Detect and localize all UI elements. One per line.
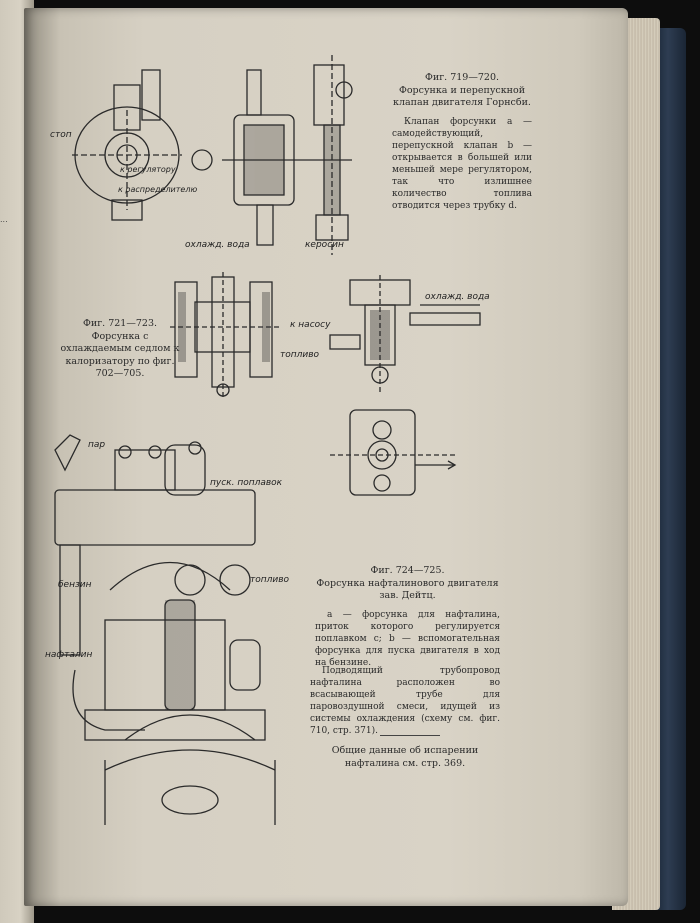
caption-subtitle: Форсунка нафталинового двигателя зав. Де… xyxy=(316,577,499,602)
label-gasoline: бензин xyxy=(58,580,92,590)
note-pipes-text: Подводящий трубопровод нафталина располо… xyxy=(310,666,500,736)
caption-subtitle: Форсунка и перепускной клапан двигателя … xyxy=(393,84,531,109)
figure-723-drawing xyxy=(330,405,460,505)
label-to-regulator: к регулятору xyxy=(120,165,176,174)
figure-724-725-drawing xyxy=(45,430,295,830)
label-fuel: топливо xyxy=(280,350,320,360)
caption-subtitle: Форсунка с охлаждаемым седлом к калориза… xyxy=(60,330,180,380)
right-page xyxy=(24,8,628,906)
book-cover xyxy=(656,28,686,910)
left-page-fragment: ... xyxy=(0,215,8,224)
note-evaporation: Общие данные об испарении нафталина см. … xyxy=(310,745,500,770)
figure-721-723-drawing xyxy=(170,272,280,400)
figure-719-720-drawing xyxy=(52,55,382,270)
label-fuel-2: топливо xyxy=(250,575,290,585)
caption-fig-719-720: Фиг. 719—720. Форсунка и перепускной кла… xyxy=(392,72,532,212)
caption-fig-724-725: Фиг. 724—725. Форсунка нафталинового дви… xyxy=(315,565,500,669)
label-steam: пар xyxy=(88,440,106,450)
caption-title: Фиг. 721—723. xyxy=(82,318,158,329)
note-pipes: Подводящий трубопровод нафталина располо… xyxy=(310,665,500,737)
caption-fig-721-723: Фиг. 721—723. Форсунка с охлаждаемым сед… xyxy=(60,318,180,381)
caption-title: Фиг. 724—725. xyxy=(370,565,445,576)
figure-722-drawing xyxy=(320,275,500,395)
label-stop: стоп xyxy=(50,130,72,140)
section-divider xyxy=(380,735,440,736)
label-cooling-water-2: охлажд. вода xyxy=(425,292,490,302)
note-evaporation-text: Общие данные об испарении нафталина см. … xyxy=(331,745,479,769)
label-start-float: пуск. поплавок xyxy=(210,478,283,488)
label-naphthalene: нафталин xyxy=(45,650,93,660)
label-cooling-water: охлажд. вода xyxy=(185,240,250,250)
caption-body: a — форсунка для нафталина, приток котор… xyxy=(315,609,500,668)
label-to-distributor: к распределителю xyxy=(118,185,198,194)
label-to-pump: к насосу xyxy=(290,320,331,330)
caption-title: Фиг. 719—720. xyxy=(424,72,500,83)
label-kerosene: керосин xyxy=(305,240,344,250)
caption-body: Клапан форсунки a — самодействующий, пер… xyxy=(392,116,532,211)
